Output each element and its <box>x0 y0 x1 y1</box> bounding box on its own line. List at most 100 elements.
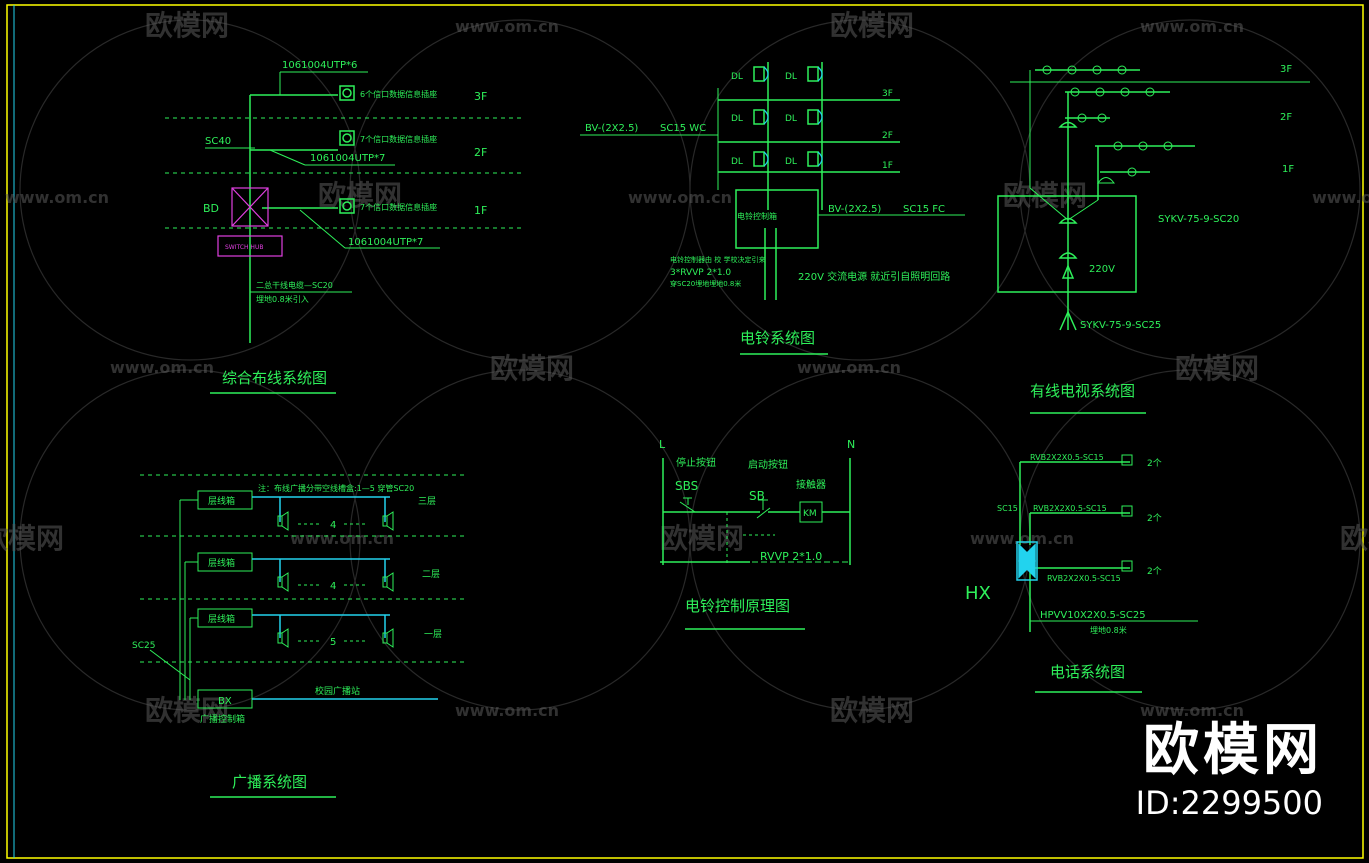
floor-label: 3F <box>474 90 487 103</box>
watermark-brand: 欧模网 <box>490 352 574 385</box>
cabling-diagram <box>165 71 522 394</box>
cabling-boxes <box>217 187 283 257</box>
watermark-site: www.om.cn <box>1140 17 1244 36</box>
cable-label: 1061004UTP*6 <box>282 60 357 71</box>
phase-label: L <box>659 438 666 451</box>
km-label: KM <box>803 509 817 519</box>
controller-label: 电铃控制箱 <box>737 211 777 221</box>
stop-label: 停止按钮 <box>676 456 716 469</box>
floor-label: 二层 <box>422 569 440 580</box>
conduit-label: SC25 <box>132 641 155 651</box>
broadcast-labels: 注：布线广播分带空线槽盒:1—5 穿管SC20 层线箱 层线箱 层线箱 三层 二… <box>132 483 442 791</box>
brand-id: ID:2299500 <box>1135 784 1323 822</box>
watermark-brand: 欧模网 <box>660 522 744 555</box>
floor-label: 2F <box>474 146 487 159</box>
cabling-title: 综合布线系统图 <box>222 369 327 387</box>
conduit-label: SC15 <box>997 504 1018 513</box>
phone-title: 电话系统图 <box>1050 663 1125 681</box>
conduit-label: SC15 WC <box>660 123 706 134</box>
broadcast-speakers <box>277 511 394 648</box>
speaker-count: 5 <box>330 637 336 648</box>
floor-label: 3F <box>882 89 893 99</box>
bell-note: 电铃控制器由 校 学校决定引来 <box>670 255 765 264</box>
cable-label: HPVV10X2X0.5-SC25 <box>1040 610 1146 621</box>
broadcast-cyan-lines <box>252 496 438 700</box>
floor-label: 三层 <box>418 496 436 507</box>
floor-label: 1F <box>882 161 893 171</box>
floor-label: 3F <box>1280 64 1292 75</box>
floor-label: 1F <box>1282 164 1294 175</box>
catv-labels: 3F 2F 1F SYKV-75-9-SC20 220V SYKV-75-9-S… <box>1030 64 1294 400</box>
watermark-brand: 欧模网 <box>318 179 402 212</box>
cable-label: RVB2X2X0.5-SC15 <box>1047 574 1121 583</box>
box-label: 层线箱 <box>208 613 235 625</box>
watermark-site: www.om.cn <box>290 529 394 548</box>
brand-name: 欧模网 <box>1143 718 1323 783</box>
watermark-brand: 欧模网 <box>145 694 229 727</box>
neutral-label: N <box>847 438 855 451</box>
bell-note: 穿SC20埋地埋地0.8米 <box>670 279 741 288</box>
watermark-site: www.om.cn <box>1312 188 1369 207</box>
speaker-count: 4 <box>330 581 336 592</box>
cable-label: SYKV-75-9-SC25 <box>1080 320 1161 331</box>
watermark-site: www.om.cn <box>1140 701 1244 720</box>
contactor-label: 接触器 <box>796 478 826 491</box>
bell-diagram <box>580 62 965 355</box>
cable-label: RVB2X2X0.5-SC15 <box>1033 504 1107 513</box>
watermark-brand: 欧模网 <box>830 694 914 727</box>
dl-label: DL <box>785 114 797 124</box>
outlet-count: 2个 <box>1147 458 1162 469</box>
sbs-label: SBS <box>675 479 698 493</box>
conduit-label: SC15 FC <box>903 204 945 215</box>
speaker-count: 4 <box>330 520 336 531</box>
watermark-brand: 欧模网 <box>1340 522 1369 555</box>
watermark-rings <box>19 19 1361 711</box>
hx-label: HX <box>965 583 991 604</box>
bx-label: BX <box>218 696 232 707</box>
conduit-label: SC40 <box>205 136 231 147</box>
watermark-site: www.om.cn <box>797 358 901 377</box>
cable-label: 1061004UTP*7 <box>348 237 423 248</box>
broadcast-note: 注：布线广播分带空线槽盒:1—5 穿管SC20 <box>258 483 414 493</box>
outlet-label: 7个信口数据信息插座 <box>360 134 437 144</box>
watermark-brand: 欧模网 <box>145 9 229 42</box>
cable-label: BV-(2X2.5) <box>585 123 638 134</box>
phone-diagram <box>1019 454 1198 693</box>
catv-taps <box>1042 65 1173 184</box>
bell-control-diagram <box>660 458 851 630</box>
cable-label: RVB2X2X0.5-SC15 <box>1030 453 1104 462</box>
watermark-site: www.om.cn <box>628 188 732 207</box>
watermark-site: www.om.cn <box>970 529 1074 548</box>
outlet-count: 2个 <box>1147 566 1162 577</box>
cable-label: RVVP 2*1.0 <box>760 550 822 563</box>
watermark-brand: 欧模网 <box>0 522 64 555</box>
box-label: 层线箱 <box>208 495 235 507</box>
floor-label: 2F <box>1280 112 1292 123</box>
switch-hub-label: SWITCH HUB <box>225 244 263 251</box>
outlet-label: 7个信口数据信息插座 <box>360 202 437 212</box>
watermark-site: www.om.cn <box>455 17 559 36</box>
trunk-note: 二总干线电缆—SC20 <box>256 280 333 290</box>
start-label: 启动按钮 <box>748 458 788 471</box>
outlet-count: 2个 <box>1147 513 1162 524</box>
sb-label: SB <box>749 489 765 503</box>
station-label: 校园广播站 <box>315 685 360 697</box>
watermark-brand: 欧模网 <box>830 9 914 42</box>
brand-block: 欧模网 ID:2299500 <box>1136 719 1323 823</box>
dl-label: DL <box>785 72 797 82</box>
watermark-site: www.om.cn <box>5 188 109 207</box>
cable-label: 1061004UTP*7 <box>310 153 385 164</box>
bell-control-labels: L N 停止按钮 启动按钮 接触器 SBS SB KM RVVP 2*1.0 电… <box>659 438 855 615</box>
watermark-site: www.om.cn <box>455 701 559 720</box>
cable-label: BV-(2X2.5) <box>828 204 881 215</box>
dl-label: DL <box>731 72 743 82</box>
bell-labels: DL DL DL DL DL DL 3F 2F 1F BV-(2X2.5) SC… <box>585 72 950 347</box>
floor-label: 2F <box>882 131 893 141</box>
cable-label: SYKV-75-9-SC20 <box>1158 214 1239 225</box>
broadcast-title: 广播系统图 <box>232 773 307 791</box>
phone-labels: RVB2X2X0.5-SC15 RVB2X2X0.5-SC15 RVB2X2X0… <box>965 453 1162 681</box>
floor-label: 1F <box>474 204 487 217</box>
watermark-texts: 欧模网 www.om.cn 欧模网 www.om.cn www.om.cn 欧模… <box>0 9 1369 727</box>
bell-control-title: 电铃控制原理图 <box>685 597 790 615</box>
